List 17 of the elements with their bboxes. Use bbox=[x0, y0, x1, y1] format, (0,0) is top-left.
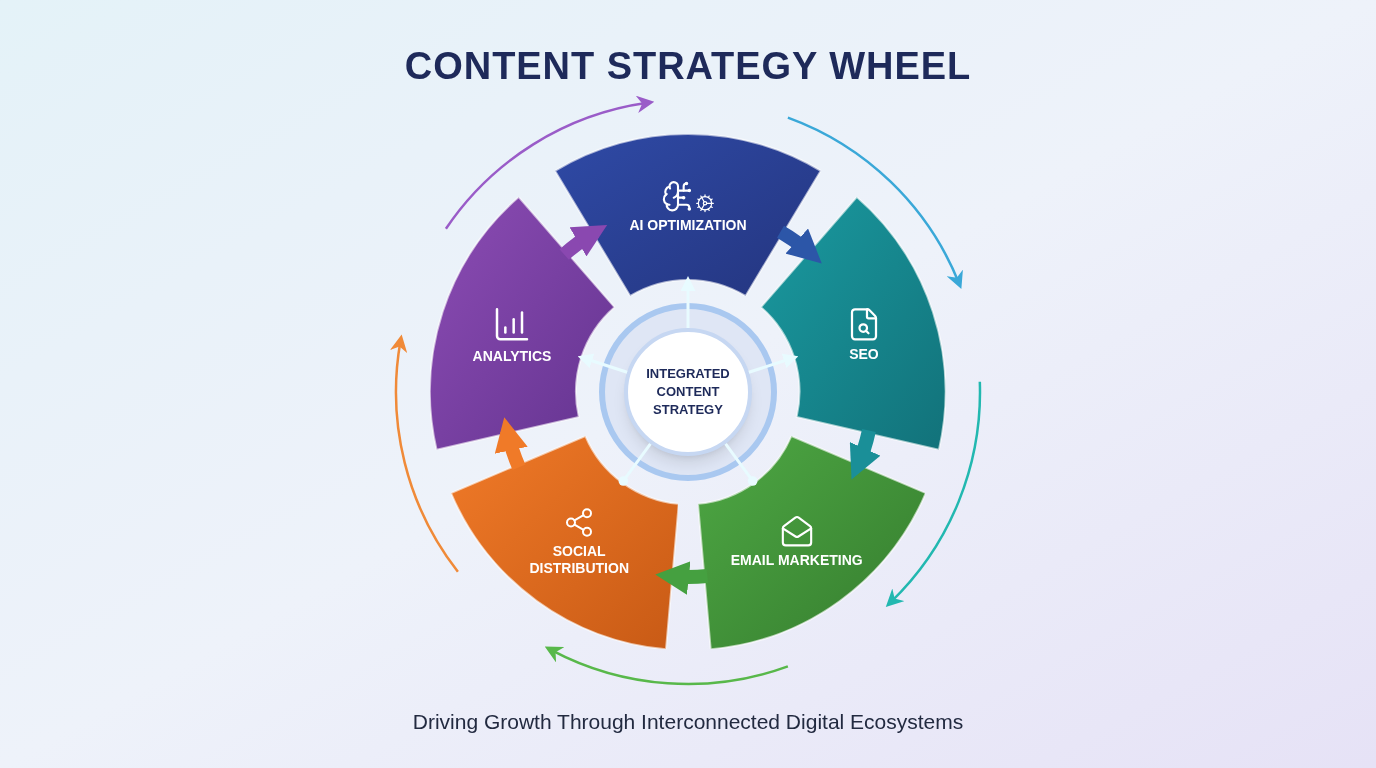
segment-label: EMAIL MARKETING bbox=[730, 551, 863, 570]
connector-spoke bbox=[724, 442, 758, 486]
connector-spoke bbox=[680, 276, 696, 328]
connector-spoke bbox=[618, 442, 652, 486]
flow-arrow bbox=[495, 417, 529, 470]
connector-spoke bbox=[577, 353, 628, 374]
connector-spoke bbox=[748, 353, 799, 374]
flow-arrow bbox=[776, 225, 822, 264]
segment-label: SOCIAL DISTRIBUTION bbox=[528, 542, 630, 578]
segment-label: ANALYTICS bbox=[472, 348, 552, 366]
flow-arrow bbox=[655, 560, 708, 595]
caption: Driving Growth Through Interconnected Digital Ecosystems bbox=[412, 709, 964, 735]
segment-label: SEO bbox=[849, 346, 879, 364]
flow-arrow bbox=[849, 428, 881, 480]
segment-label: AI OPTIMIZATION bbox=[629, 217, 747, 235]
flow-arrow bbox=[559, 224, 607, 260]
title: CONTENT STRATEGY WHEEL bbox=[404, 44, 972, 89]
